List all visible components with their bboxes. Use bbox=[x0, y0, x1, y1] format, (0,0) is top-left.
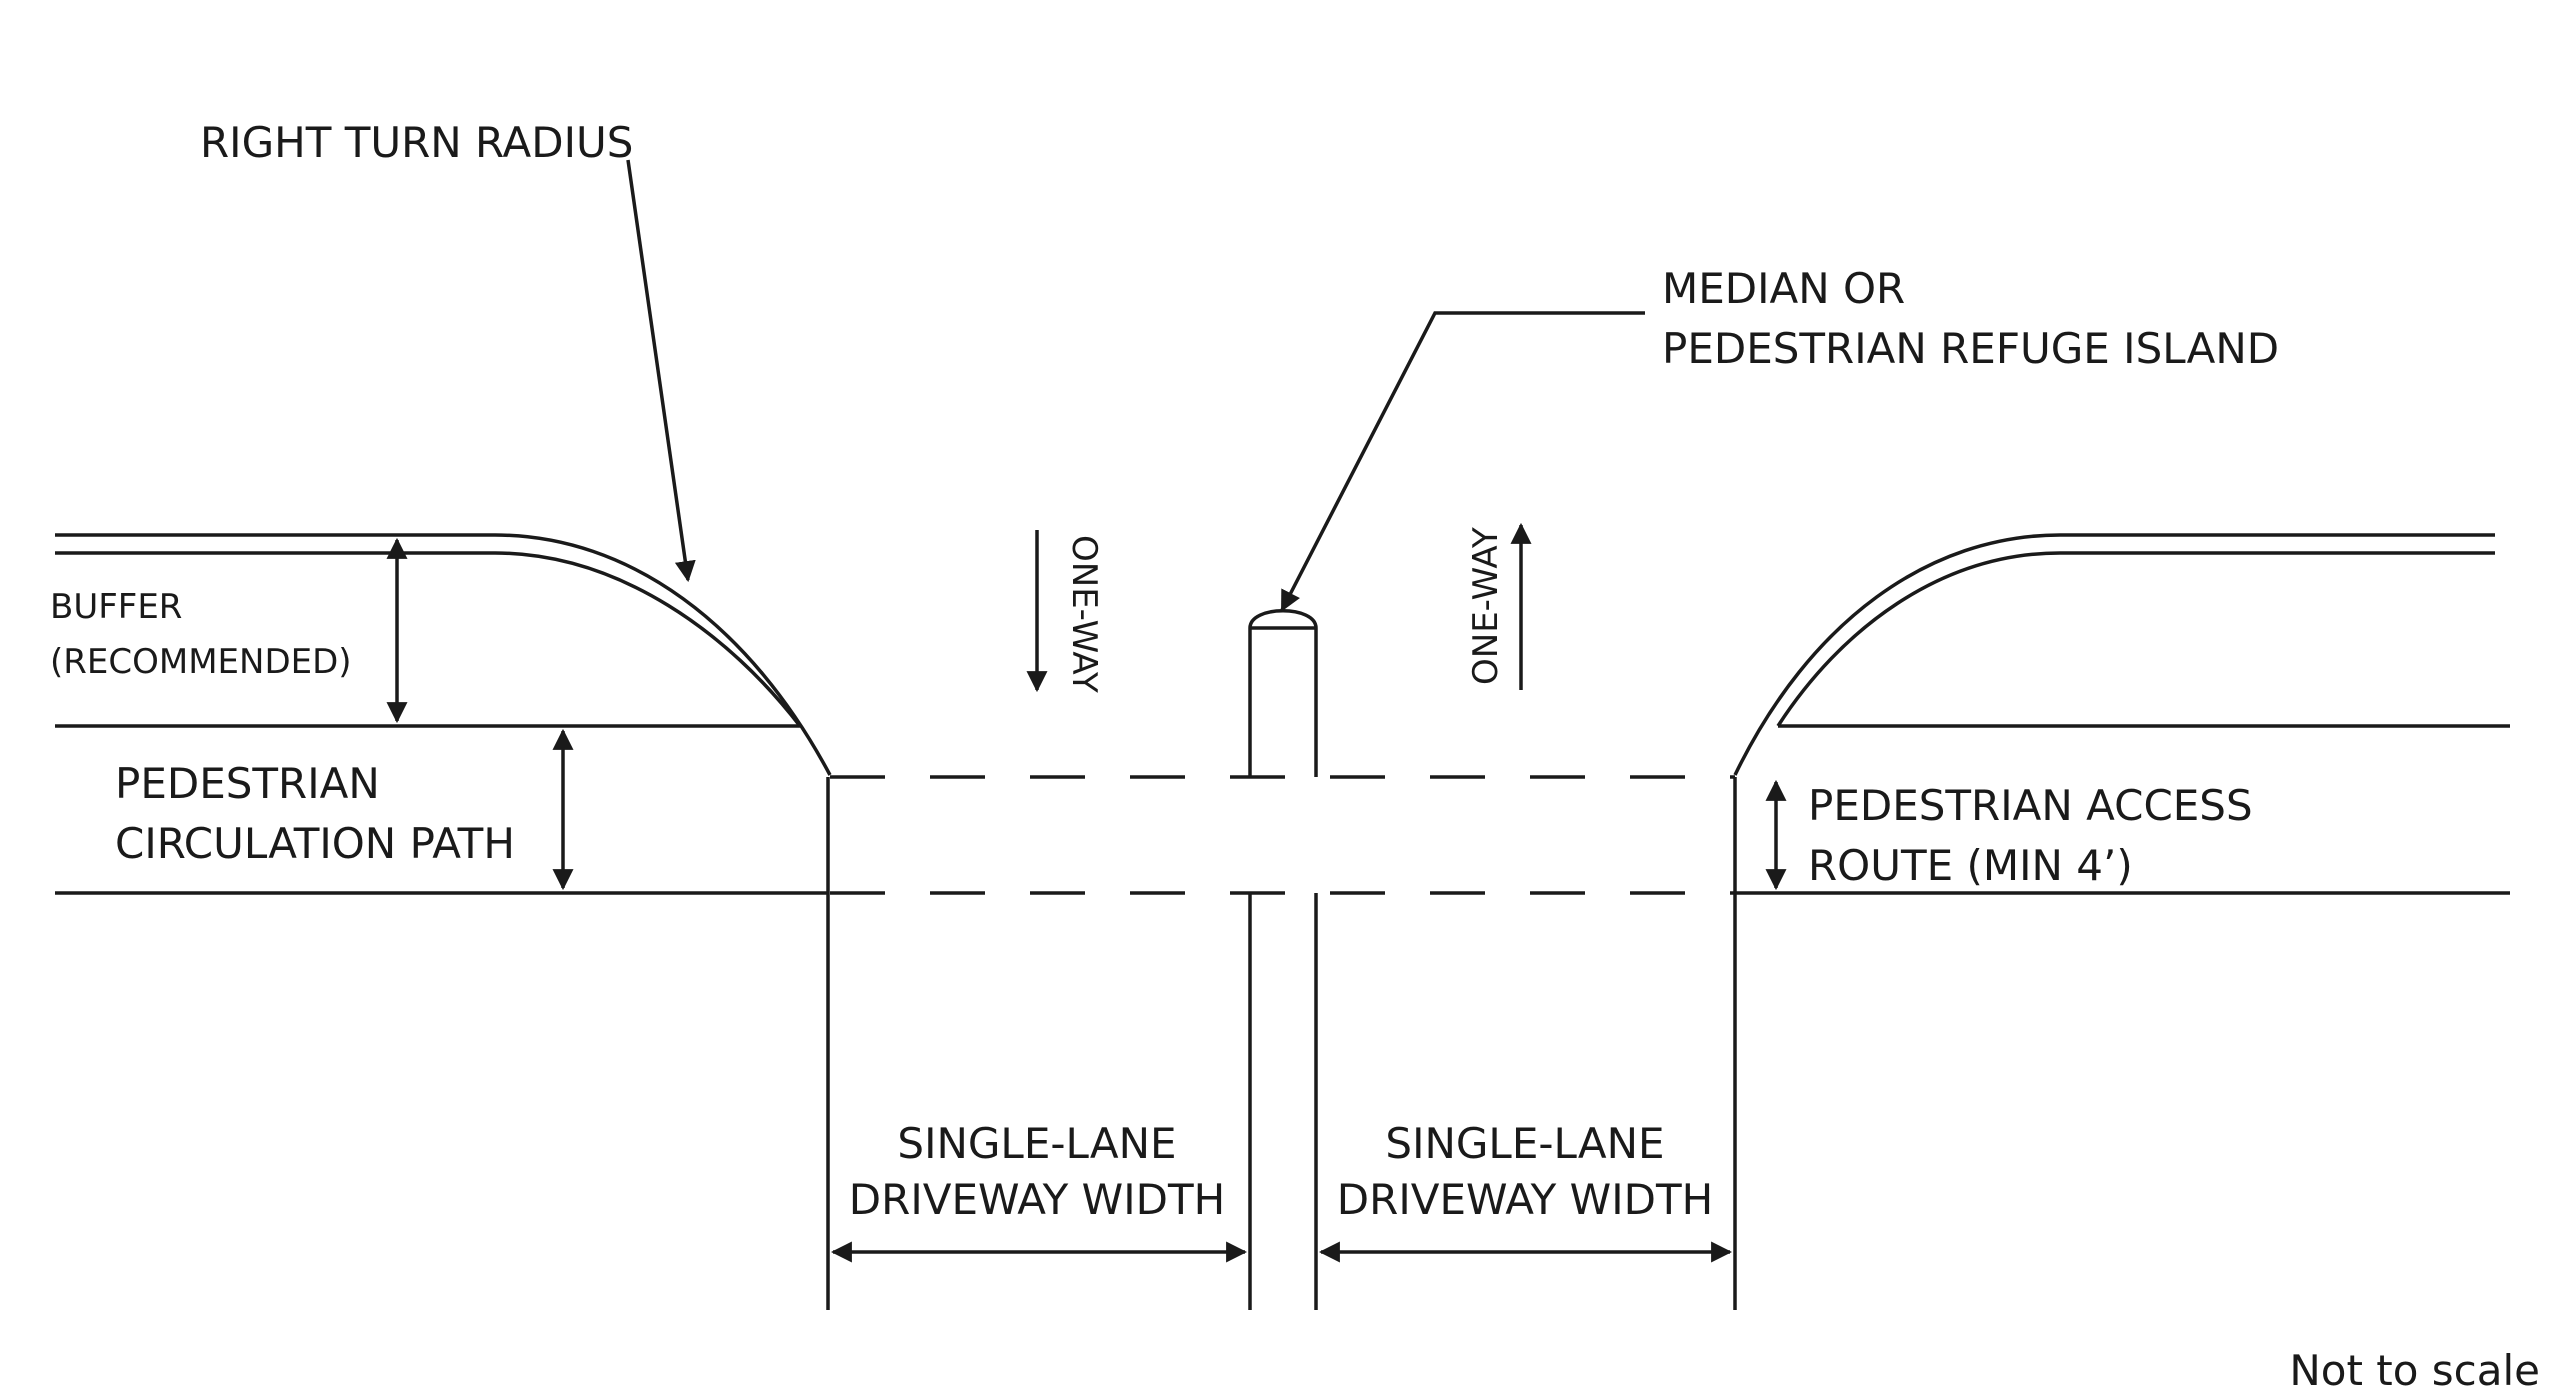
buffer-label-line1: BUFFER bbox=[50, 587, 182, 627]
right-turn-radius-label: RIGHT TURN RADIUS bbox=[200, 118, 633, 167]
one-way-right-label: ONE-WAY bbox=[1466, 527, 1506, 685]
driveway-left-label-line2: DRIVEWAY WIDTH bbox=[849, 1175, 1225, 1224]
median-label-line1: MEDIAN OR bbox=[1662, 264, 1905, 313]
driveway-right-label-line1: SINGLE-LANE bbox=[1385, 1119, 1664, 1168]
scale-note: Not to scale bbox=[2289, 1346, 2540, 1395]
median-leader bbox=[1280, 311, 1645, 612]
circulation-path-label-line1: PEDESTRIAN bbox=[115, 759, 380, 808]
one-way-left-label: ONE-WAY bbox=[1064, 535, 1104, 693]
driveway-left-label-line1: SINGLE-LANE bbox=[897, 1119, 1176, 1168]
left-curb bbox=[55, 533, 832, 776]
driveway-right-label-line2: DRIVEWAY WIDTH bbox=[1337, 1175, 1713, 1224]
buffer-label-line2: (RECOMMENDED) bbox=[50, 642, 352, 682]
right-curb bbox=[1733, 533, 2495, 776]
median-island bbox=[1248, 609, 1318, 1310]
right-turn-radius-leader bbox=[626, 159, 696, 583]
access-route-label-line2: ROUTE (MIN 4’) bbox=[1808, 841, 2133, 890]
circulation-path-label-line2: CIRCULATION PATH bbox=[115, 819, 515, 868]
median-label-line2: PEDESTRIAN REFUGE ISLAND bbox=[1662, 324, 2279, 373]
access-route-label-line1: PEDESTRIAN ACCESS bbox=[1808, 781, 2253, 830]
